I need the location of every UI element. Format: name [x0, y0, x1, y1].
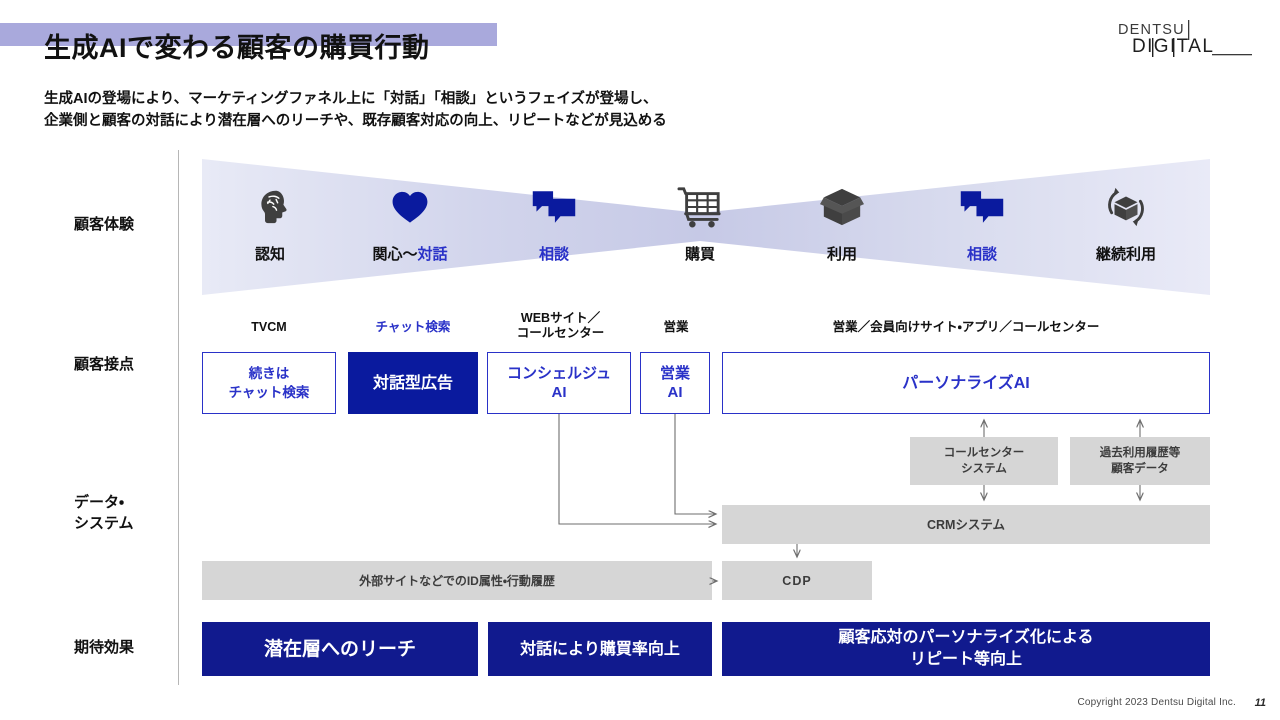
- logo-underline: [1212, 54, 1252, 56]
- arrow-concierge-to-crm: [558, 414, 716, 524]
- funnel-stage-label: 認知: [254, 246, 285, 263]
- external-id-box[interactable]: 外部サイトなどでのID属性・行動履歴: [202, 561, 712, 600]
- arrow-salesai-to-crm: [674, 414, 716, 514]
- row-label-data-systems-line1: データ・: [74, 494, 125, 511]
- touchpoint-header-chat-search: チャット検索: [375, 320, 451, 334]
- funnel-stage-interest-dialogue: 関心〜対話: [350, 181, 470, 264]
- funnel-shape: [202, 159, 1210, 295]
- personalize-ai-box[interactable]: パーソナライズAI: [722, 352, 1210, 414]
- logo-bar-1: [1188, 20, 1190, 40]
- chat-bubbles-icon: [922, 181, 1042, 233]
- funnel-stage-label: 相談: [966, 246, 997, 263]
- funnel-left-half: [202, 159, 700, 295]
- customer-data-box[interactable]: 過去利用履歴等 顧客データ: [1070, 437, 1210, 485]
- funnel-stage-label: 利用: [826, 246, 857, 263]
- touchpoint-header-tvcm: TVCM: [251, 320, 287, 334]
- logo-bar-2: [1152, 38, 1154, 57]
- concierge-ai-box[interactable]: コンシェルジュ AI: [487, 352, 631, 414]
- row-label-expected-effects: 期待効果: [74, 639, 135, 656]
- funnel-right-half: [700, 159, 1210, 295]
- box-recycle-icon: [1066, 181, 1186, 233]
- funnel-stages: 認知 関心〜対話 相談: [202, 153, 1210, 301]
- row-label-data-systems: データ・ システム: [74, 492, 174, 534]
- funnel-stage-awareness: 認知: [210, 181, 330, 264]
- brain-head-icon: [210, 181, 330, 233]
- subtitle-line-1: 生成AIの登場により、マーケティングファネル上に「対話」「相談」というフェイズが…: [44, 91, 658, 107]
- logo-text-dentsu: DENTSU: [1118, 22, 1185, 38]
- sales-ai-box[interactable]: 営業 AI: [640, 352, 710, 414]
- chat-search-box[interactable]: 続きは チャット検索: [202, 352, 336, 414]
- open-box-icon: [782, 181, 902, 233]
- touchpoint-header-sales: 営業: [663, 320, 689, 334]
- conversion-up-box[interactable]: 対話により購買率向上: [488, 622, 712, 676]
- shopping-cart-icon: [640, 181, 760, 233]
- row-label-customer-touchpoints: 顧客接点: [74, 356, 135, 373]
- title-highlight-bar: [0, 23, 497, 46]
- reach-latent-box[interactable]: 潜在層へのリーチ: [202, 622, 478, 676]
- heart-icon: [350, 181, 470, 233]
- repeat-up-line-2: リピート等向上: [909, 651, 1022, 668]
- footer-page-number: 11: [1254, 697, 1266, 709]
- funnel-stage-label: 継続利用: [1095, 246, 1156, 263]
- funnel-stage-label: 相談: [538, 246, 569, 263]
- crm-system-box[interactable]: CRMシステム: [722, 505, 1210, 544]
- repeat-up-line-1: 顧客応対のパーソナライズ化による: [838, 629, 1094, 646]
- conversational-ad-box[interactable]: 対話型広告: [348, 352, 478, 414]
- funnel-stage-continued-use: 継続利用: [1066, 181, 1186, 264]
- chat-bubbles-icon: [494, 181, 614, 233]
- repeat-up-box[interactable]: 顧客応対のパーソナライズ化による リピート等向上: [722, 622, 1210, 676]
- cdp-box[interactable]: CDP: [722, 561, 872, 600]
- funnel-stage-usage: 利用: [782, 181, 902, 264]
- content-divider: [178, 150, 179, 685]
- subtitle-line-2: 企業側と顧客の対話により潜在層へのリーチや、既存顧客対応の向上、リピートなどが見…: [44, 113, 667, 129]
- callcenter-system-box[interactable]: コールセンター システム: [910, 437, 1058, 485]
- page-subtitle: 生成AIの登場により、マーケティングファネル上に「対話」「相談」というフェイズが…: [44, 88, 667, 132]
- funnel-stage-consultation-2: 相談: [922, 181, 1042, 264]
- funnel-stage-consultation-1: 相談: [494, 181, 614, 264]
- funnel-stage-label: 購買: [684, 246, 715, 263]
- touchpoint-header-web-callcenter: WEBサイト／ コールセンター: [516, 311, 605, 340]
- page-title: 生成AIで変わる顧客の購買行動: [44, 33, 430, 63]
- touchpoint-header-members-site: 営業／会員向けサイト・アプリ／コールセンター: [832, 320, 1100, 334]
- row-label-customer-experience: 顧客体験: [74, 216, 135, 233]
- funnel-stage-label: 関心〜対話: [372, 246, 448, 263]
- row-label-data-systems-line2: システム: [74, 515, 134, 532]
- footer-copyright: Copyright 2023 Dentsu Digital Inc.: [1077, 697, 1236, 708]
- dentsu-digital-logo: DENTSU DIGITAL: [1118, 20, 1252, 57]
- logo-bar-3: [1173, 38, 1175, 57]
- funnel-stage-purchase: 購買: [640, 181, 760, 264]
